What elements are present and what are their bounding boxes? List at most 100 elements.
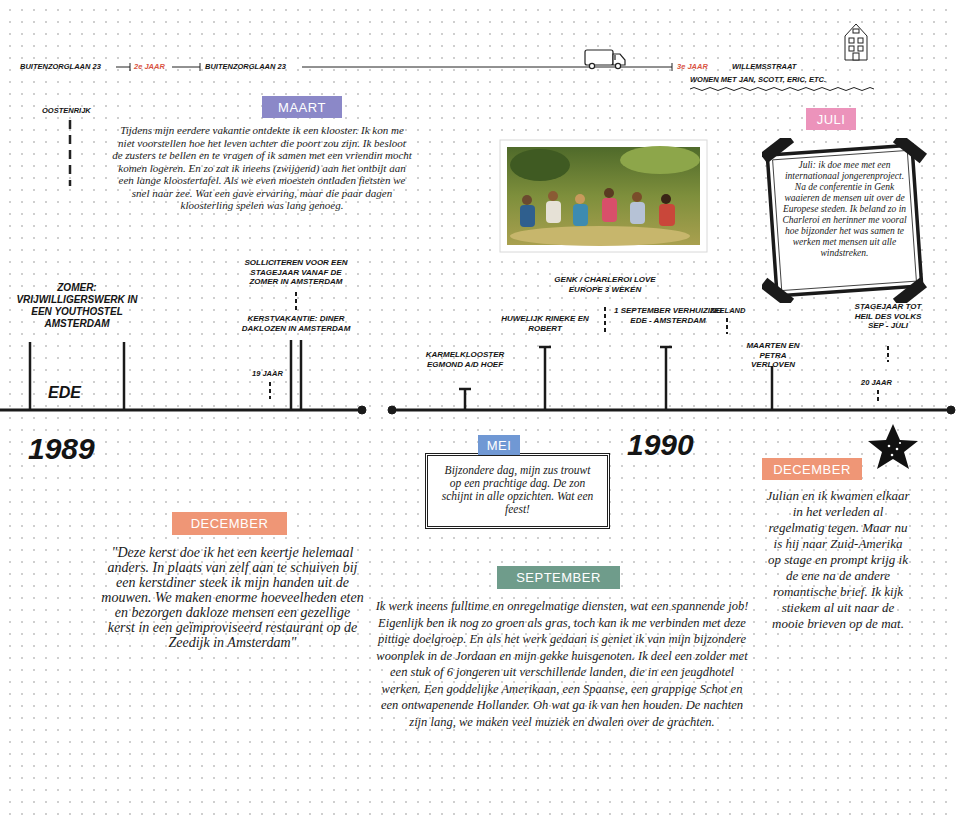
house-door — [853, 53, 859, 60]
star-icon — [868, 424, 918, 469]
person-body — [546, 201, 561, 223]
year-label: 1989 — [28, 432, 95, 466]
housemates-label: WONEN MET JAN, SCOTT, ERIC, ETC. — [690, 75, 826, 84]
bar-line — [200, 63, 201, 71]
person-body — [520, 205, 535, 227]
event-label: KARMELKLOOSTER EGMOND A/D HOEF — [420, 350, 510, 369]
month-name: SEPTEMBER — [516, 570, 601, 585]
photo-ground — [510, 226, 690, 246]
story-text: Juli: ik doe mee met een internationaal … — [782, 160, 907, 259]
tape — [893, 138, 927, 163]
house-window — [849, 46, 854, 51]
house-window — [858, 38, 863, 43]
tick — [123, 342, 126, 410]
axis-dot — [388, 406, 396, 414]
tape — [762, 138, 794, 163]
photo-tree — [620, 146, 700, 174]
place-label: OOSTENRIJK — [42, 106, 91, 115]
street-label: BUITENZORGLAAN 23 — [205, 62, 286, 71]
tick — [300, 340, 303, 410]
event-label: KERSTVAKANTIE: DINER DAKLOZEN IN AMSTERD… — [236, 314, 356, 333]
tick — [887, 346, 889, 362]
tape — [762, 278, 794, 303]
event-label: 1 SEPTEMBER VERHUIZING EDE - AMSTERDAM — [614, 306, 722, 325]
street-label: WILLEMSSTRAAT — [732, 62, 796, 71]
event-label: ZEELAND — [710, 306, 745, 315]
tick — [295, 292, 297, 312]
tick — [877, 390, 879, 401]
wavy-underline — [690, 88, 874, 91]
tape — [893, 278, 927, 303]
story-text: Tijdens mijn eerdere vakantie ontdekte i… — [112, 124, 412, 212]
star-dot — [899, 442, 901, 444]
place-label: EDE — [48, 384, 81, 402]
month-name: MEI — [487, 438, 512, 453]
month-tab: MAART — [262, 96, 342, 118]
tick — [771, 366, 774, 410]
person-head — [661, 194, 671, 204]
photo-tree — [510, 149, 570, 181]
month-name: DECEMBER — [191, 516, 269, 531]
axis-line — [0, 409, 362, 412]
age-label: 20 JAAR — [861, 378, 892, 387]
story-text: "Deze kerst doe ik het een keertje helem… — [100, 545, 365, 650]
event-label: MAARTEN EN PETRA VERLOVEN — [737, 341, 809, 370]
star-shape — [868, 424, 918, 469]
house-window — [849, 38, 854, 43]
photo — [500, 140, 707, 252]
person-head — [575, 194, 585, 204]
person-head — [604, 188, 614, 198]
van-icon — [585, 50, 625, 69]
event-label: SOLLICITEREN VOOR EEN STAGEJAAR VANAF DE… — [238, 258, 354, 287]
person-head — [548, 191, 558, 201]
event-label: HUWELIJK RINEKE EN ROBERT — [500, 314, 590, 333]
timeline-axis — [0, 292, 955, 414]
bar-line — [172, 67, 200, 68]
tick — [726, 318, 728, 334]
photo-people — [520, 188, 675, 227]
top-bar-lines — [116, 63, 874, 91]
taped-frame: Juli: ik doe mee met een internationaal … — [762, 138, 927, 303]
month-name: JULI — [817, 112, 846, 127]
story-box: Bijzondere dag, mijn zus trouwt op een p… — [425, 453, 610, 529]
tick — [604, 307, 606, 332]
frame-square — [767, 145, 921, 296]
year-label: 1990 — [627, 428, 694, 462]
person-body — [573, 204, 588, 226]
tick — [464, 389, 467, 410]
photo-image — [507, 147, 700, 245]
tick — [290, 340, 293, 410]
year-of-study: 3e JAAR — [677, 62, 708, 71]
bar-line — [672, 63, 673, 71]
axis-line — [392, 409, 952, 412]
event-label: GENK / CHARLEROI LOVE EUROPE 3 WEKEN — [553, 275, 657, 294]
frame-group — [767, 145, 921, 296]
frame-inner — [773, 150, 917, 290]
house-outline — [845, 24, 867, 60]
story-text: Bijzondere dag, mijn zus trouwt op een p… — [438, 464, 597, 516]
story-text: Julian en ik kwamen elkaar in het verled… — [766, 488, 910, 632]
age-label: 19 JAAR — [252, 369, 283, 378]
tick — [665, 347, 668, 410]
axis-dot — [358, 406, 366, 414]
person-body — [630, 202, 645, 224]
month-tab: MEI — [478, 435, 520, 455]
house-icon — [845, 24, 867, 60]
story-text: Ik werk ineens fulltime en onregelmatige… — [372, 598, 752, 730]
month-name: DECEMBER — [773, 462, 851, 477]
bar-line — [130, 63, 131, 71]
street-label: BUITENZORGLAAN 23 — [20, 62, 101, 71]
tick — [269, 382, 271, 399]
van-body — [585, 50, 613, 65]
person-body — [602, 198, 617, 222]
star-dot — [896, 448, 899, 451]
bar-line — [116, 67, 130, 68]
year-of-study: 2e JAAR — [134, 62, 165, 71]
month-tab: DECEMBER — [762, 458, 862, 480]
person-head — [522, 195, 532, 205]
house-window — [853, 29, 859, 33]
star-dot — [891, 454, 894, 457]
house-window — [858, 46, 863, 51]
month-name: MAART — [278, 100, 326, 115]
